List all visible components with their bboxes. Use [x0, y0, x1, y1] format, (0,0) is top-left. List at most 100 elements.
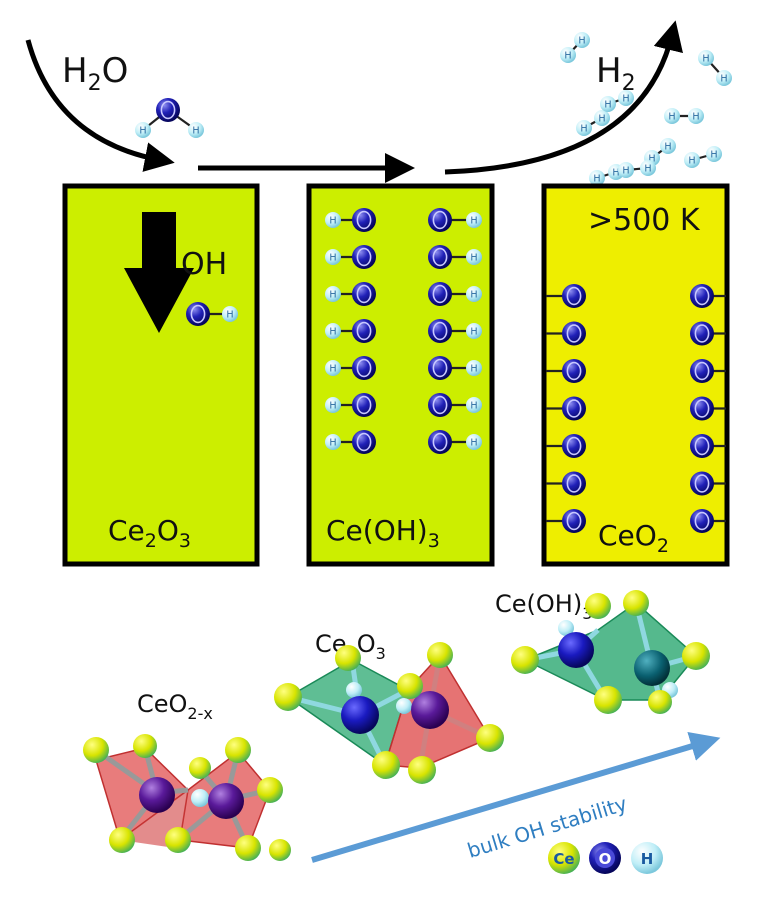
hydrogen-atom: H: [576, 120, 592, 136]
svg-text:H: H: [702, 54, 709, 65]
surface-oxygen-right: [690, 434, 726, 458]
hydroxyl-right: H: [428, 208, 482, 232]
svg-text:H: H: [470, 327, 477, 338]
svg-text:H: H: [622, 94, 629, 105]
svg-text:H: H: [598, 114, 605, 125]
svg-text:H: H: [604, 100, 611, 111]
oxygen-atom: [562, 359, 586, 383]
panel-ceoh3: H H H H H H H H H H H H H H Ce(OH)3: [306, 183, 495, 567]
oxygen-atom: [428, 393, 452, 417]
ceo2x-structure: [83, 734, 291, 861]
hydrogen-atom: H: [325, 397, 341, 413]
hydroxyl-right: H: [428, 282, 482, 306]
hydrogen-atom: H: [325, 212, 341, 228]
svg-text:Ce: Ce: [553, 850, 574, 868]
oxygen-atom: [428, 208, 452, 232]
hydrogen-atom: H: [660, 138, 676, 154]
oxygen-atom: [352, 430, 376, 454]
hydrogen-atom: H: [325, 286, 341, 302]
svg-text:H: H: [329, 327, 336, 338]
surface-oxygen-right: [690, 321, 726, 346]
hydroxyl-left: H: [325, 393, 376, 417]
legend-h: H: [631, 842, 663, 874]
hydrogen-atom: H: [574, 32, 590, 48]
hydrogen-label: H2: [596, 51, 636, 96]
svg-text:H: H: [470, 253, 477, 264]
oxygen-atom: [562, 434, 586, 458]
svg-text:H: H: [580, 124, 587, 135]
hydroxyl-columns: H H H H H H H H H H H H H H: [325, 208, 482, 454]
oxygen-atom: [690, 321, 714, 346]
h2-molecule: HH: [684, 146, 722, 168]
hydrogen-atom: H: [466, 323, 482, 339]
svg-text:H: H: [470, 216, 477, 227]
hydrogen-atom: H: [618, 162, 634, 178]
oxygen-atom: [352, 393, 376, 417]
svg-text:H: H: [622, 166, 629, 177]
oxygen-atom: [690, 359, 714, 383]
svg-text:H: H: [593, 174, 600, 185]
hydrogen-atom: H: [640, 160, 656, 176]
hydrogen-atom: H: [716, 70, 732, 86]
h2-molecule: HH: [698, 50, 732, 86]
oxygen-atom: [428, 282, 452, 306]
svg-text:H: H: [329, 290, 336, 301]
diffusion-arrow: [124, 212, 194, 333]
oxygen-atom: [186, 302, 210, 326]
svg-text:H: H: [470, 438, 477, 449]
svg-text:H: H: [720, 74, 727, 85]
hydrogen-atom: H: [466, 434, 482, 450]
hydroxyl-right: H: [428, 393, 482, 417]
hydroxyl-right: H: [428, 319, 482, 343]
hydrogen-atom: H: [466, 249, 482, 265]
hydroxyl-left: H: [325, 245, 376, 269]
hydroxyl-right: H: [428, 245, 482, 269]
oh-label: OH: [181, 247, 227, 282]
ceo2-label: CeO2: [598, 519, 669, 557]
surface-oxygen-left: [546, 471, 586, 496]
legend-ce: Ce: [548, 842, 580, 874]
svg-text:H: H: [470, 401, 477, 412]
oxygen-atom: [562, 509, 586, 533]
hydrogen-atom: H: [325, 434, 341, 450]
water-inflow-arrow: [25, 39, 175, 172]
hydrogen-atom: H: [698, 50, 714, 66]
svg-text:H: H: [329, 364, 336, 375]
oxygen-atom: [352, 208, 376, 232]
surface-oxygen-right: [690, 284, 726, 308]
hydrogen-atom: H: [466, 360, 482, 376]
ceoh3-label: Ce(OH)3: [326, 514, 440, 552]
svg-text:H: H: [470, 364, 477, 375]
svg-text:O: O: [599, 850, 612, 868]
ceoh3-structure-label: Ce(OH)3: [495, 590, 592, 623]
svg-text:H: H: [329, 253, 336, 264]
hydrogen-atom: H: [466, 212, 482, 228]
oxygen-atom: [428, 356, 452, 380]
oxygen-atom: [690, 434, 714, 458]
hydrogen-atom: H: [325, 249, 341, 265]
oxygen-atom: [690, 471, 714, 496]
panel-ce2o3: OH H Ce2O3: [62, 183, 260, 567]
hydrogen-atom: H: [325, 360, 341, 376]
oxygen-atom: [690, 396, 714, 421]
svg-text:H: H: [192, 126, 199, 137]
temperature-label: >500 K: [588, 203, 701, 238]
oxygen-atom: [352, 356, 376, 380]
surface-oxygen-right: [690, 471, 726, 496]
hydroxyl-left: H: [325, 356, 376, 380]
hydrogen-atom: H: [188, 122, 204, 138]
hydrogen-atom: H: [664, 108, 680, 124]
svg-text:H: H: [578, 36, 585, 47]
hydrogen-atom: H: [222, 306, 238, 322]
ce2o3-label: Ce2O3: [108, 514, 191, 552]
ceoh3-structure: [511, 590, 710, 714]
water-label: H2O: [62, 51, 128, 96]
oxygen-atom: [352, 282, 376, 306]
oxygen-atom: [690, 509, 714, 533]
hydrogen-atom: H: [684, 152, 700, 168]
hydroxyl-left: H: [325, 208, 376, 232]
surface-oxygen-left: [546, 284, 586, 308]
